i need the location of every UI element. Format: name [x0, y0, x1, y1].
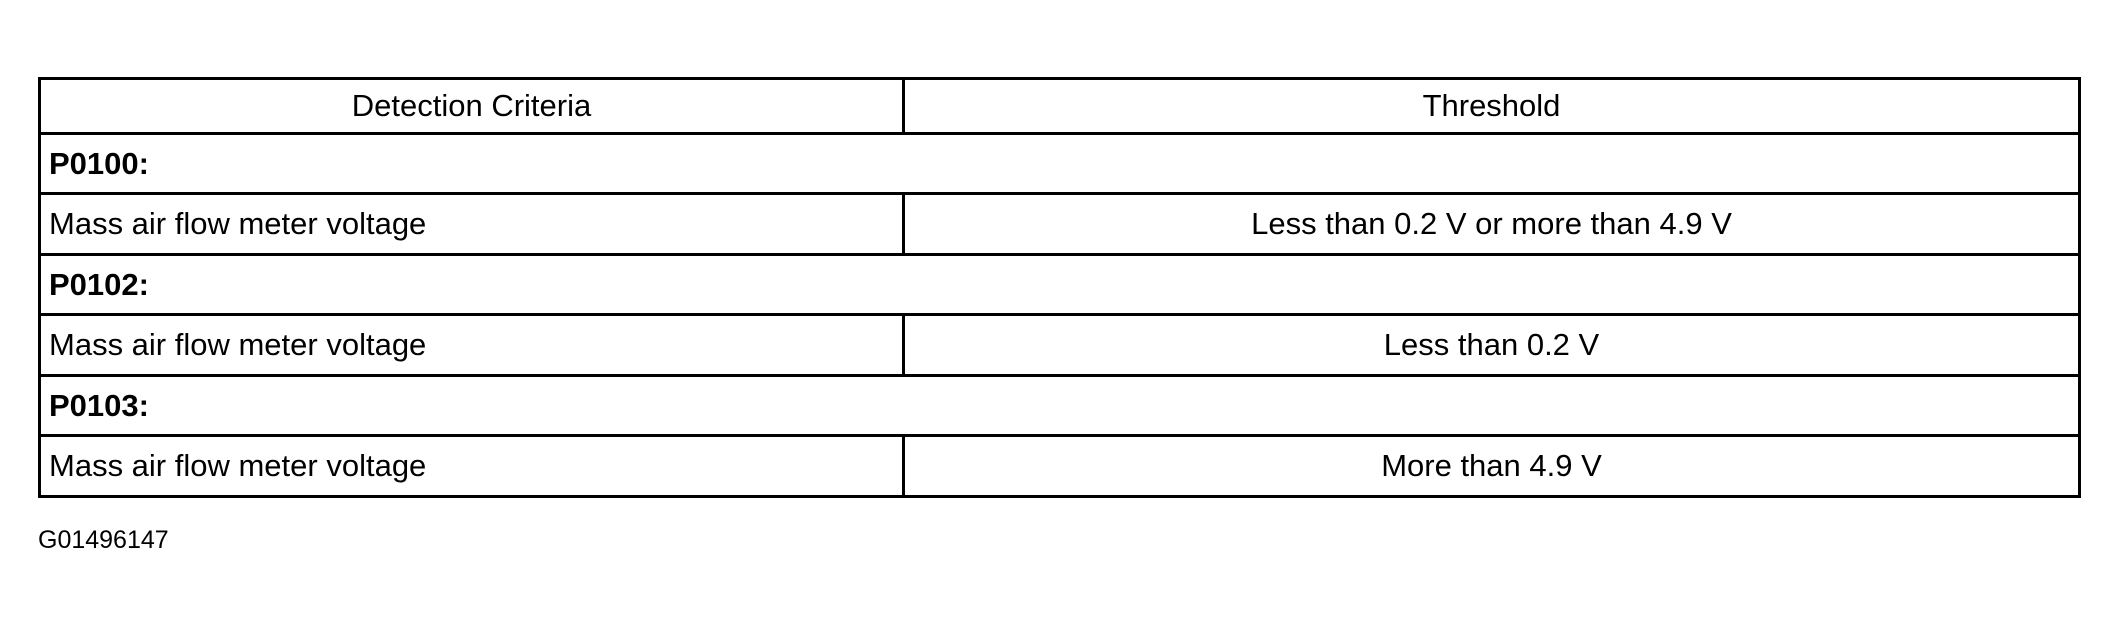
table-row: Mass air flow meter voltage More than 4.…	[38, 434, 2081, 498]
detection-criteria-table: Detection Criteria Threshold P0100: Mass…	[38, 77, 2081, 498]
criteria-cell: Mass air flow meter voltage	[38, 192, 905, 256]
dtc-code-row: P0102:	[38, 253, 2081, 316]
threshold-cell: Less than 0.2 V or more than 4.9 V	[902, 192, 2081, 256]
dtc-code: P0100:	[38, 132, 2081, 195]
dtc-code-row: P0103:	[38, 374, 2081, 437]
figure-id: G01496147	[38, 526, 169, 554]
threshold-cell: More than 4.9 V	[902, 434, 2081, 498]
criteria-cell: Mass air flow meter voltage	[38, 434, 905, 498]
dtc-code: P0102:	[38, 253, 2081, 316]
table-header-row: Detection Criteria Threshold	[38, 77, 2081, 135]
header-threshold: Threshold	[902, 77, 2081, 135]
dtc-code-row: P0100:	[38, 132, 2081, 195]
detection-criteria-table-container: Detection Criteria Threshold P0100: Mass…	[38, 77, 2081, 498]
table-row: Mass air flow meter voltage Less than 0.…	[38, 313, 2081, 377]
threshold-cell: Less than 0.2 V	[902, 313, 2081, 377]
dtc-code: P0103:	[38, 374, 2081, 437]
table-row: Mass air flow meter voltage Less than 0.…	[38, 192, 2081, 256]
criteria-cell: Mass air flow meter voltage	[38, 313, 905, 377]
header-detection-criteria: Detection Criteria	[38, 77, 905, 135]
